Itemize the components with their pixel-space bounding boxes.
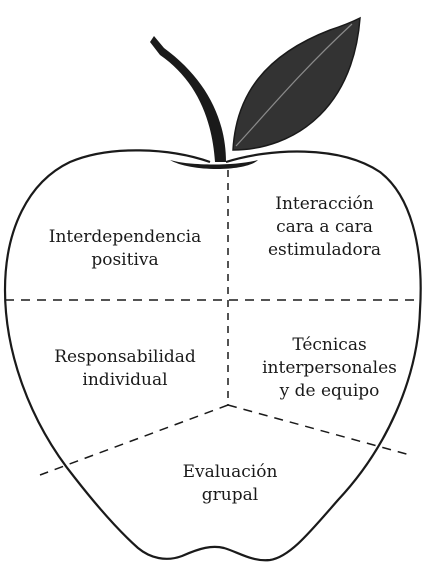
segment-individual-responsibility: Responsabilidad individual	[30, 346, 220, 392]
segment-line: estimuladora	[267, 240, 382, 260]
leaf-vein	[235, 23, 353, 147]
stem-base	[170, 160, 258, 169]
segment-face-to-face-interaction: Interacción cara a cara estimuladora	[242, 193, 407, 262]
segment-line: Técnicas	[292, 335, 367, 355]
divider-diagonal-right	[227, 404, 411, 456]
segment-line: Interacción	[275, 194, 374, 214]
segment-line: grupal	[201, 485, 259, 505]
leaf-icon	[232, 16, 361, 151]
segment-positive-interdependence: Interdependencia positiva	[30, 226, 220, 272]
segment-line: cara a cara	[276, 217, 373, 237]
segment-line: y de equipo	[279, 381, 380, 401]
segment-line: interpersonales	[262, 358, 397, 378]
segment-line: Responsabilidad	[54, 347, 196, 367]
segment-line: individual	[82, 370, 168, 390]
segment-line: positiva	[91, 250, 159, 270]
segment-line: Interdependencia	[48, 227, 202, 247]
segment-line: Evaluación	[182, 462, 278, 482]
divider-diagonal-left	[39, 404, 229, 476]
segment-interpersonal-techniques: Técnicas interpersonales y de equipo	[242, 334, 417, 403]
apple-stem	[150, 36, 226, 162]
apple-outline	[3, 149, 422, 562]
segment-group-evaluation: Evaluación grupal	[140, 461, 320, 507]
